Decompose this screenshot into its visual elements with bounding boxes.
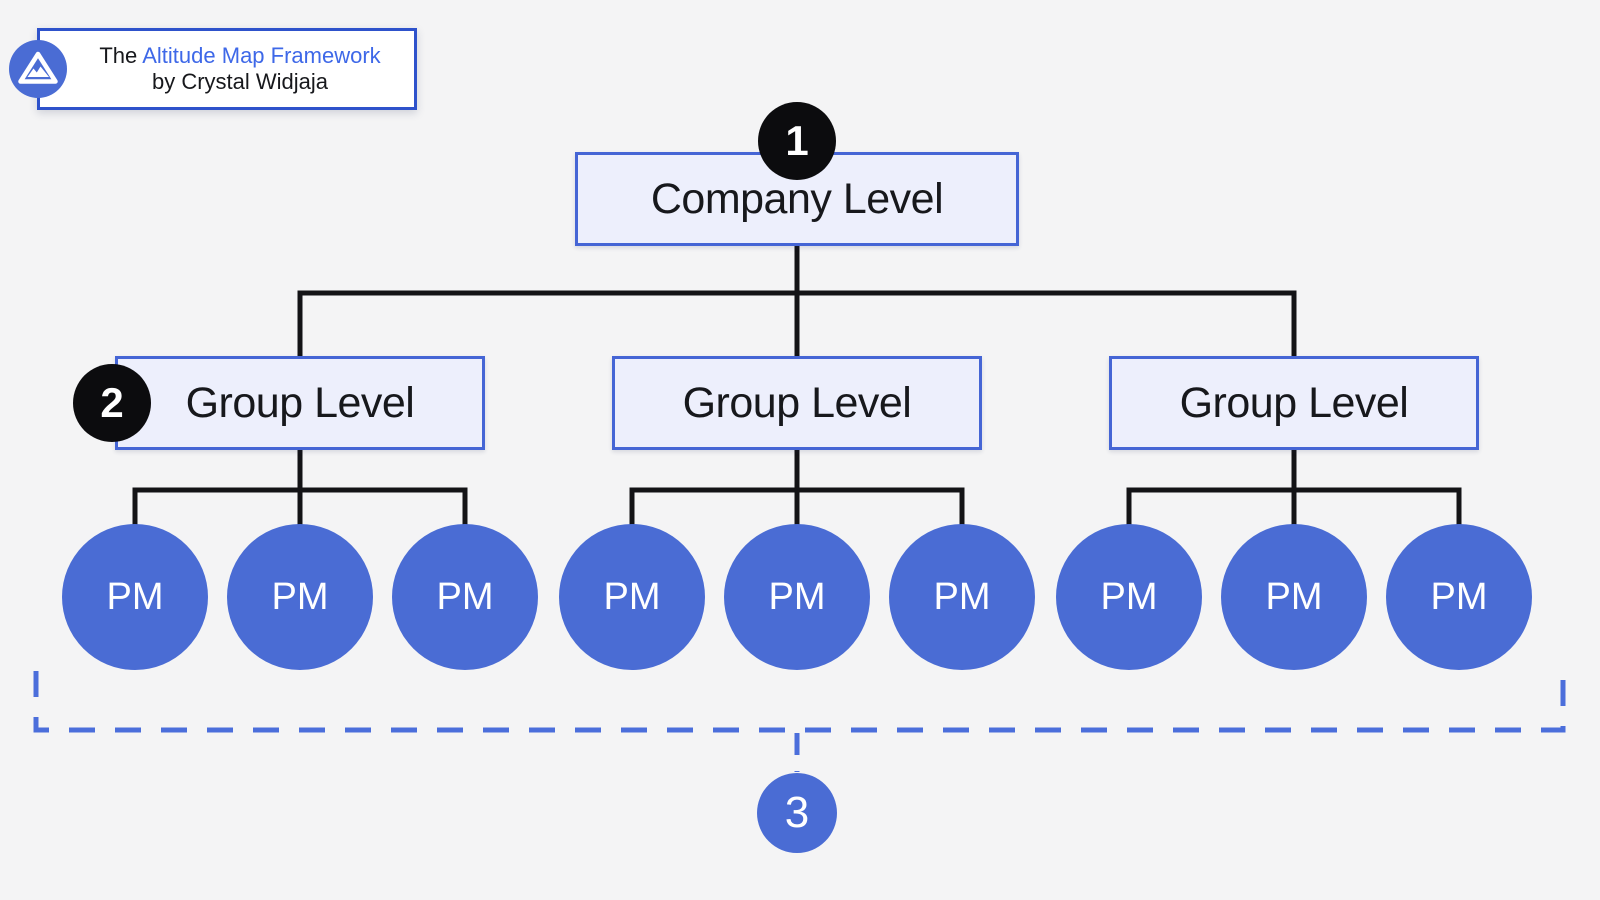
group-level-label: Group Level (1179, 378, 1409, 427)
step-2-number: 2 (100, 379, 124, 426)
pm-node-6: PM (889, 524, 1035, 670)
group-level-label: Group Level (682, 378, 912, 427)
pm-label: PM (768, 575, 826, 618)
badge-title-highlight: Altitude Map Framework (142, 43, 381, 68)
pm-label: PM (436, 575, 494, 618)
pm-node-5: PM (724, 524, 870, 670)
pm-group-dashed-bracket (33, 671, 1566, 733)
group-level-node-2: Group Level (612, 356, 982, 450)
pm-label: PM (1265, 575, 1323, 618)
pm-label: PM (933, 575, 991, 618)
pm-node-4: PM (559, 524, 705, 670)
group-level-node-1: Group Level (115, 356, 485, 450)
step-2-badge: 2 (73, 364, 151, 442)
pm-node-1: PM (62, 524, 208, 670)
badge-title-prefix: The (99, 43, 138, 68)
group-level-node-3: Group Level (1109, 356, 1479, 450)
pm-label: PM (1100, 575, 1158, 618)
company-to-groups-connector (297, 245, 1297, 358)
group-level-label: Group Level (185, 378, 415, 427)
group-b-to-pms-connector (629, 448, 965, 532)
pm-label: PM (1430, 575, 1488, 618)
company-level-label: Company Level (650, 174, 944, 223)
step-3-number: 3 (784, 788, 810, 837)
pm-node-2: PM (227, 524, 373, 670)
pm-node-9: PM (1386, 524, 1532, 670)
pm-node-8: PM (1221, 524, 1367, 670)
step-1-badge: 1 (758, 102, 836, 180)
pm-label: PM (271, 575, 329, 618)
step-3-badge: 3 (757, 773, 837, 853)
step-1-number: 1 (785, 117, 809, 164)
pm-label: PM (106, 575, 164, 618)
badge-subtitle: by Crystal Widjaja (151, 69, 329, 94)
pm-node-7: PM (1056, 524, 1202, 670)
group-c-to-pms-connector (1126, 448, 1462, 532)
group-a-to-pms-connector (132, 448, 468, 532)
pm-node-3: PM (392, 524, 538, 670)
pm-label: PM (603, 575, 661, 618)
mountain-icon (9, 40, 67, 98)
